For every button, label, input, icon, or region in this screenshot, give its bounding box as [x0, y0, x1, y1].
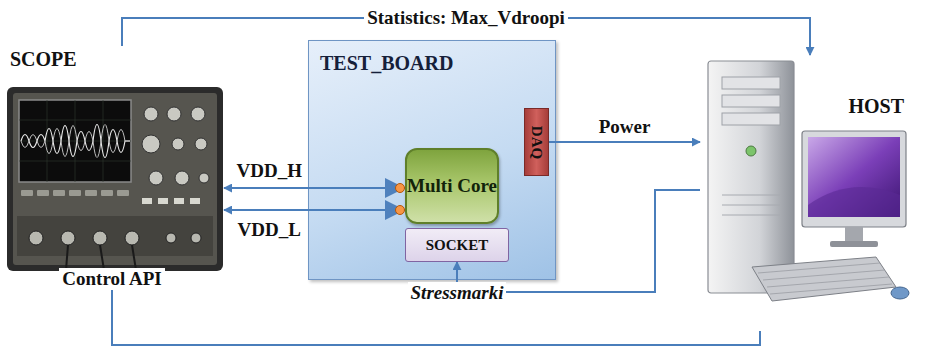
scope-instrument: SCOPE — [6, 46, 224, 272]
device-label: SCOPE — [10, 48, 77, 71]
drawing-part — [758, 263, 892, 294]
board-title: TEST_BOARD — [320, 52, 453, 75]
drawing-part — [722, 205, 780, 206]
drawing-part — [891, 287, 909, 299]
drawing-part — [199, 173, 209, 183]
drawing-part — [21, 190, 129, 196]
multicore-chip: Multi Core — [405, 148, 499, 224]
connector-arrow — [549, 141, 700, 143]
drawing-part — [101, 190, 113, 196]
drawing-part — [770, 284, 892, 294]
drawing-part — [167, 107, 181, 121]
connector-arrow — [112, 272, 760, 345]
drawing-part — [175, 171, 189, 185]
drawing-part — [69, 190, 81, 196]
drawing-part — [191, 233, 201, 243]
drawing-part — [7, 87, 223, 271]
daq-label: DAQ — [528, 125, 545, 158]
drawing-part — [802, 131, 906, 227]
drawing-part — [808, 137, 900, 217]
drawing-part — [117, 190, 129, 196]
drawing-part — [100, 245, 104, 270]
drawing-part — [47, 100, 48, 182]
drawing-part — [66, 245, 136, 270]
drawing-part — [166, 233, 176, 243]
drawing-part — [722, 195, 780, 215]
drawing-part — [845, 227, 863, 241]
edge-label: Stressmarki — [408, 282, 507, 304]
drawing-part — [142, 135, 160, 153]
drawing-part — [61, 231, 75, 245]
drawing-part — [142, 198, 152, 204]
host-computer: HOST — [700, 55, 912, 331]
drawing-part — [174, 198, 184, 204]
edge-label: Statistics: Max_Vdroopi — [364, 7, 568, 29]
drawing-part — [808, 187, 900, 217]
drawing-part — [132, 245, 136, 270]
connector-arrow — [224, 209, 405, 211]
drawing-part — [19, 100, 131, 182]
drawing-part — [21, 125, 130, 158]
drawing-part — [29, 231, 43, 245]
drawing-part — [172, 138, 184, 150]
drawing-part — [66, 245, 68, 270]
drawing-part — [195, 138, 207, 150]
drawing-part — [830, 241, 878, 247]
test-board: TEST_BOARD Multi CoreSOCKET DAQ — [308, 40, 556, 280]
drawing-part — [722, 195, 780, 196]
edge-label: Control API — [59, 268, 164, 290]
drawing-part — [722, 95, 780, 107]
drawing-part — [722, 113, 780, 125]
drawing-part — [53, 190, 65, 196]
drawing-part — [149, 171, 163, 185]
drawing-part — [191, 107, 205, 121]
drawing-part — [396, 184, 405, 193]
drawing-part — [17, 216, 213, 256]
drawing-part — [746, 146, 756, 156]
cpu-socket: SOCKET — [405, 228, 509, 262]
drawing-part — [21, 125, 130, 158]
edge-label: VDD_L — [235, 219, 304, 241]
drawing-part — [708, 61, 794, 293]
drawing-part — [75, 100, 76, 182]
edge-label: VDD_H — [234, 160, 305, 182]
drawing-part — [144, 107, 158, 121]
drawing-part — [190, 198, 200, 204]
drawing-part — [103, 100, 104, 182]
edge-label: Power — [596, 116, 654, 138]
drawing-part — [722, 215, 780, 216]
drawing-part — [722, 77, 780, 89]
drawing-part — [125, 231, 139, 245]
chip-label: Multi Core — [407, 176, 497, 197]
drawing-part — [142, 198, 200, 204]
drawing-part — [85, 190, 97, 196]
device-label: HOST — [848, 95, 904, 118]
drawing-part — [758, 263, 880, 273]
socket-label: SOCKET — [426, 237, 489, 254]
drawing-part — [19, 100, 131, 182]
drawing-part — [13, 93, 217, 265]
connector-arrow — [224, 187, 405, 189]
drawing-part — [158, 198, 168, 204]
drawing-part — [142, 107, 209, 185]
drawing-part — [93, 231, 107, 245]
drawing-part — [21, 190, 33, 196]
drawing-part — [396, 206, 405, 215]
drawing-part — [37, 190, 49, 196]
drawing-part — [752, 257, 896, 301]
daq-module: DAQ — [524, 108, 549, 176]
drawing-part — [29, 231, 201, 245]
oscilloscope-illustration — [6, 86, 224, 272]
